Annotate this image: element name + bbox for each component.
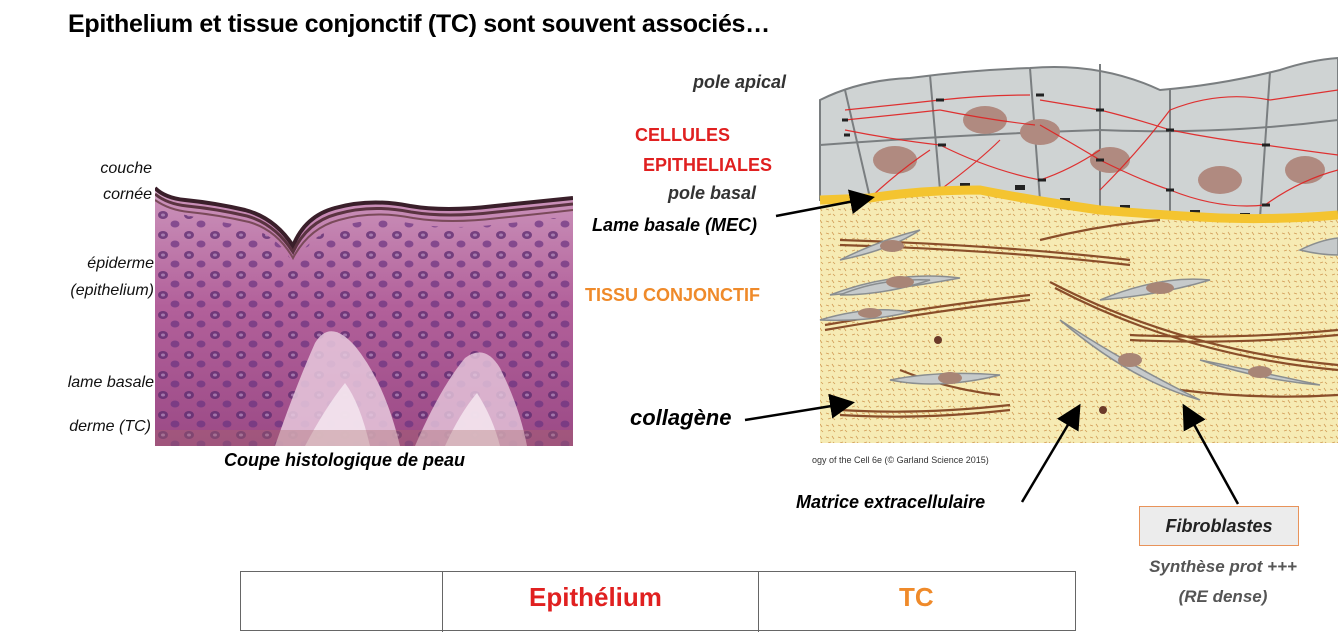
label-lame-basale-mec: Lame basale (MEC) [592,215,758,235]
table-header-2: TC [899,582,934,612]
label-cornee: cornée [103,186,152,203]
histology-image [155,168,573,446]
label-cellules: CELLULES [634,125,730,145]
label-pole-apical: pole apical [692,72,786,92]
label-pole-basal: pole basal [667,183,756,203]
label-epithelium: (epithelium) [70,282,154,299]
label-epitheliales: EPITHELIALES [642,155,772,175]
label-lame-basale: lame basale [67,374,154,391]
page-title: Epithelium et tissue conjonctif (TC) son… [68,10,770,38]
annotation-arrows [744,189,1240,505]
image-credit: ogy of the Cell 6e (© Garland Science 20… [812,455,989,465]
label-fibroblastes: Fibroblastes [1165,516,1273,536]
label-collagene: collagène [630,405,732,430]
table-header-empty [241,572,443,632]
label-derme: derme (TC) [69,418,151,435]
label-epiderme: épiderme [87,255,154,272]
histology-caption: Coupe histologique de peau [224,450,466,470]
table-header-epithelium: Epithélium [443,572,759,632]
tissue-diagram [819,56,1338,443]
label-re-dense: (RE dense) [1178,587,1268,606]
comparison-table: Epithélium TC [240,571,1076,632]
label-matrice: Matrice extracellulaire [796,492,986,512]
table-header-tc: TC [759,572,1074,632]
label-synthese: Synthèse prot +++ [1149,557,1297,576]
table-header-1: Epithélium [529,582,662,612]
label-couche: couche [100,160,152,177]
label-tissu-conjonctif: TISSU CONJONCTIF [585,285,761,305]
fibroblastes-box: Fibroblastes [1139,506,1299,546]
